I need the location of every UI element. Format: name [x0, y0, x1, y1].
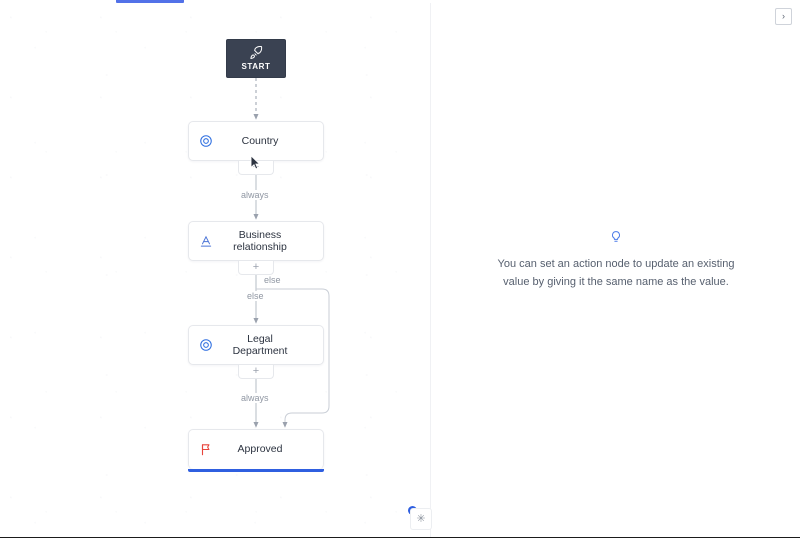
- flow-graph: START Country +: [0, 3, 430, 538]
- panel-divider: [430, 3, 431, 538]
- node-country-add-handle[interactable]: +: [238, 161, 274, 175]
- tip-line-1: You can set an action node to update an …: [497, 258, 735, 270]
- detail-panel: You can set an action node to update an …: [431, 3, 800, 538]
- chevron-right-icon: ›: [782, 11, 785, 21]
- node-legal-department-label: Legal Department: [232, 332, 288, 358]
- node-business-add-handle[interactable]: +: [238, 261, 274, 275]
- sparkle-icon: ✳: [416, 512, 426, 525]
- node-business-relationship-label: Business relationship: [233, 228, 287, 254]
- lightbulb-icon: [471, 228, 761, 246]
- edge-label-always-legal: always: [238, 393, 272, 403]
- node-start[interactable]: START: [226, 39, 286, 78]
- target-icon: [189, 134, 223, 148]
- edge-label-else-down: else: [244, 291, 267, 301]
- node-approved[interactable]: Approved: [188, 429, 324, 472]
- tip-line-2: value by giving it the same name as the …: [503, 276, 729, 288]
- tab-bar: [0, 0, 800, 3]
- collapse-panel-button[interactable]: ›: [775, 8, 792, 25]
- node-approved-selected-bar: [188, 469, 324, 472]
- empty-state-tip: You can set an action node to update an …: [471, 228, 761, 291]
- tab-active-indicator[interactable]: [116, 0, 184, 3]
- edge-label-else-right: else: [261, 275, 284, 285]
- rocket-icon: [249, 46, 264, 61]
- node-business-relationship[interactable]: Business relationship: [188, 221, 324, 261]
- flow-connectors: [253, 78, 330, 428]
- node-country-label: Country: [241, 134, 279, 147]
- fit-view-button[interactable]: ✳: [410, 508, 432, 530]
- node-legal-add-handle[interactable]: +: [238, 365, 274, 379]
- target-icon: [189, 338, 223, 352]
- node-approved-label: Approved: [237, 443, 283, 456]
- edge-label-always-country: always: [238, 190, 272, 200]
- flow-canvas[interactable]: START Country +: [0, 3, 430, 538]
- text-field-icon: [189, 234, 223, 249]
- red-flag-icon: [189, 442, 223, 457]
- node-country[interactable]: Country: [188, 121, 324, 161]
- node-legal-department[interactable]: Legal Department: [188, 325, 324, 365]
- node-start-label: START: [241, 62, 271, 71]
